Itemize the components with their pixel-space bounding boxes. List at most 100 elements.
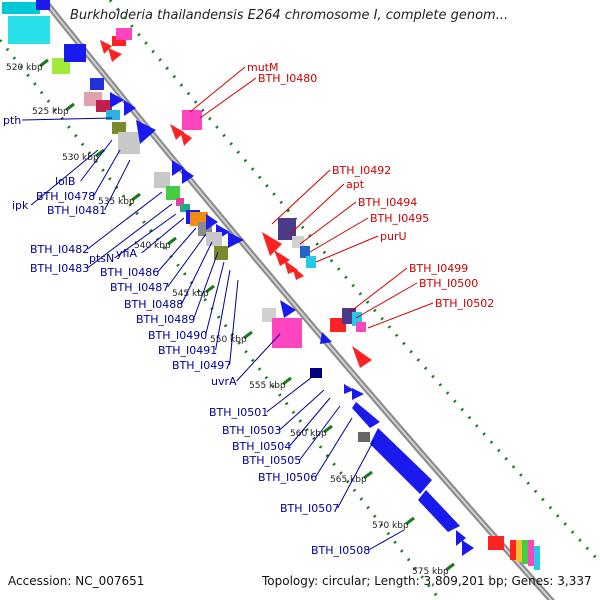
gene-block[interactable] bbox=[116, 28, 132, 40]
gene-arrow[interactable] bbox=[182, 168, 194, 184]
gene-block[interactable] bbox=[488, 536, 504, 550]
gene-arrow[interactable] bbox=[206, 214, 218, 230]
gene-arrow[interactable] bbox=[462, 540, 474, 556]
gene-block[interactable] bbox=[272, 318, 302, 348]
gene-arrow[interactable] bbox=[344, 384, 354, 394]
gene-arrow[interactable] bbox=[228, 232, 244, 248]
kbp-tick-label: 545 kbp bbox=[172, 289, 209, 299]
gene-block[interactable] bbox=[112, 36, 126, 46]
gene-block[interactable] bbox=[310, 368, 322, 378]
gene-block[interactable] bbox=[528, 540, 534, 566]
gene-label-reverse[interactable]: BTH_I0488 bbox=[124, 298, 183, 311]
gene-block[interactable] bbox=[214, 246, 228, 260]
gene-arrow[interactable] bbox=[170, 124, 184, 140]
gene-arrow[interactable] bbox=[262, 232, 282, 256]
gene-label-reverse[interactable]: ptsN bbox=[89, 252, 114, 265]
gene-label-reverse[interactable]: BTH_I0483 bbox=[30, 262, 89, 275]
gene-block[interactable] bbox=[112, 122, 126, 134]
gene-label-reverse[interactable]: ipk bbox=[12, 199, 29, 212]
gene-block[interactable] bbox=[306, 256, 316, 268]
gene-block[interactable] bbox=[118, 132, 140, 154]
gene-label-forward[interactable]: BTH_I0499 bbox=[409, 262, 468, 275]
gene-label-reverse[interactable]: BTH_I0501 bbox=[209, 406, 268, 419]
gene-label-forward[interactable]: BTH_I0494 bbox=[358, 196, 417, 209]
gene-label-forward[interactable]: BTH_I0480 bbox=[258, 72, 317, 85]
gene-leader-line bbox=[93, 149, 121, 197]
gene-arrow[interactable] bbox=[456, 530, 466, 546]
gene-arrow[interactable] bbox=[172, 160, 184, 176]
kbp-tick bbox=[205, 284, 215, 294]
gene-label-forward[interactable]: BTH_I0502 bbox=[435, 297, 494, 310]
gene-arrow[interactable] bbox=[352, 402, 380, 428]
gene-label-reverse[interactable]: BTH_I0505 bbox=[242, 454, 301, 467]
gene-arrow[interactable] bbox=[370, 428, 432, 494]
gene-arrow[interactable] bbox=[320, 332, 332, 344]
gene-block[interactable] bbox=[182, 110, 202, 130]
gene-label-reverse[interactable]: uvrA bbox=[211, 375, 237, 388]
gene-block[interactable] bbox=[96, 100, 112, 112]
gene-label-reverse[interactable]: BTH_I0506 bbox=[258, 471, 317, 484]
gene-label-forward[interactable]: BTH_I0495 bbox=[370, 212, 429, 225]
gene-block[interactable] bbox=[64, 44, 86, 62]
gene-block[interactable] bbox=[2, 2, 40, 14]
gene-arrow[interactable] bbox=[180, 130, 192, 146]
gene-label-reverse[interactable]: BTH_I0504 bbox=[232, 440, 291, 453]
reverse-features bbox=[2, 0, 474, 556]
gene-arrow[interactable] bbox=[352, 388, 364, 400]
gene-label-reverse[interactable]: BTH_I0497 bbox=[172, 359, 231, 372]
gene-label-reverse[interactable]: BTH_I0481 bbox=[47, 204, 106, 217]
gene-label-forward[interactable]: BTH_I0492 bbox=[332, 164, 391, 177]
gene-label-forward[interactable]: BTH_I0500 bbox=[419, 277, 478, 290]
gene-label-reverse[interactable]: BTH_I0503 bbox=[222, 424, 281, 437]
gene-block[interactable] bbox=[8, 16, 50, 44]
gene-label-reverse[interactable]: BTH_I0491 bbox=[158, 344, 217, 357]
gene-block[interactable] bbox=[176, 198, 184, 206]
gene-label-reverse[interactable]: BTH_I0478 bbox=[36, 190, 95, 203]
gene-block[interactable] bbox=[358, 432, 370, 442]
gene-label-reverse[interactable]: BTH_I0482 bbox=[30, 243, 89, 256]
gene-leader-line bbox=[289, 397, 331, 447]
gene-arrow[interactable] bbox=[418, 490, 460, 532]
gene-label-reverse[interactable]: pth bbox=[3, 114, 21, 127]
gene-block[interactable] bbox=[522, 540, 528, 564]
gene-block[interactable] bbox=[292, 236, 304, 248]
gene-arrow[interactable] bbox=[352, 346, 372, 368]
gene-block[interactable] bbox=[278, 218, 296, 240]
gene-label-forward[interactable]: apt bbox=[346, 178, 365, 191]
gene-block[interactable] bbox=[352, 312, 362, 326]
gene-arrow[interactable] bbox=[280, 300, 296, 318]
gene-label-forward[interactable]: mutM bbox=[247, 61, 279, 74]
gene-label-reverse[interactable]: BTH_I0486 bbox=[100, 266, 159, 279]
gene-arrow[interactable] bbox=[108, 48, 122, 62]
gene-label-forward[interactable]: purU bbox=[380, 230, 407, 243]
gene-label-reverse[interactable]: BTH_I0489 bbox=[136, 313, 195, 326]
gene-leader-line bbox=[87, 191, 163, 250]
gene-label-reverse[interactable]: BTH_I0487 bbox=[110, 281, 169, 294]
gene-label-reverse[interactable]: BTH_I0508 bbox=[311, 544, 370, 557]
gene-block[interactable] bbox=[36, 0, 50, 10]
gene-block[interactable] bbox=[90, 78, 104, 90]
gene-block[interactable] bbox=[516, 540, 522, 562]
gene-block[interactable] bbox=[510, 540, 516, 560]
gene-label-reverse[interactable]: BTH_I0507 bbox=[280, 502, 339, 515]
gene-leader-line bbox=[349, 267, 408, 313]
gene-block[interactable] bbox=[106, 110, 120, 120]
gene-arrow[interactable] bbox=[292, 266, 304, 280]
gene-block[interactable] bbox=[356, 322, 366, 332]
gene-arrow[interactable] bbox=[110, 92, 124, 108]
gene-label-reverse[interactable]: yfiA bbox=[116, 247, 137, 260]
gene-arrow[interactable] bbox=[100, 40, 112, 54]
gene-block[interactable] bbox=[534, 546, 540, 570]
gene-block[interactable] bbox=[154, 172, 170, 188]
gene-leader-line bbox=[80, 139, 113, 182]
gene-block[interactable] bbox=[300, 246, 310, 258]
gene-leader-line bbox=[114, 213, 177, 259]
gene-block[interactable] bbox=[180, 204, 190, 212]
gene-block[interactable] bbox=[166, 186, 180, 200]
gene-label-reverse[interactable]: BTH_I0490 bbox=[148, 329, 207, 342]
gene-block[interactable] bbox=[206, 232, 222, 246]
gene-arrow[interactable] bbox=[124, 100, 136, 116]
gene-arrow[interactable] bbox=[136, 120, 156, 144]
gene-label-reverse[interactable]: lolB bbox=[55, 175, 75, 188]
